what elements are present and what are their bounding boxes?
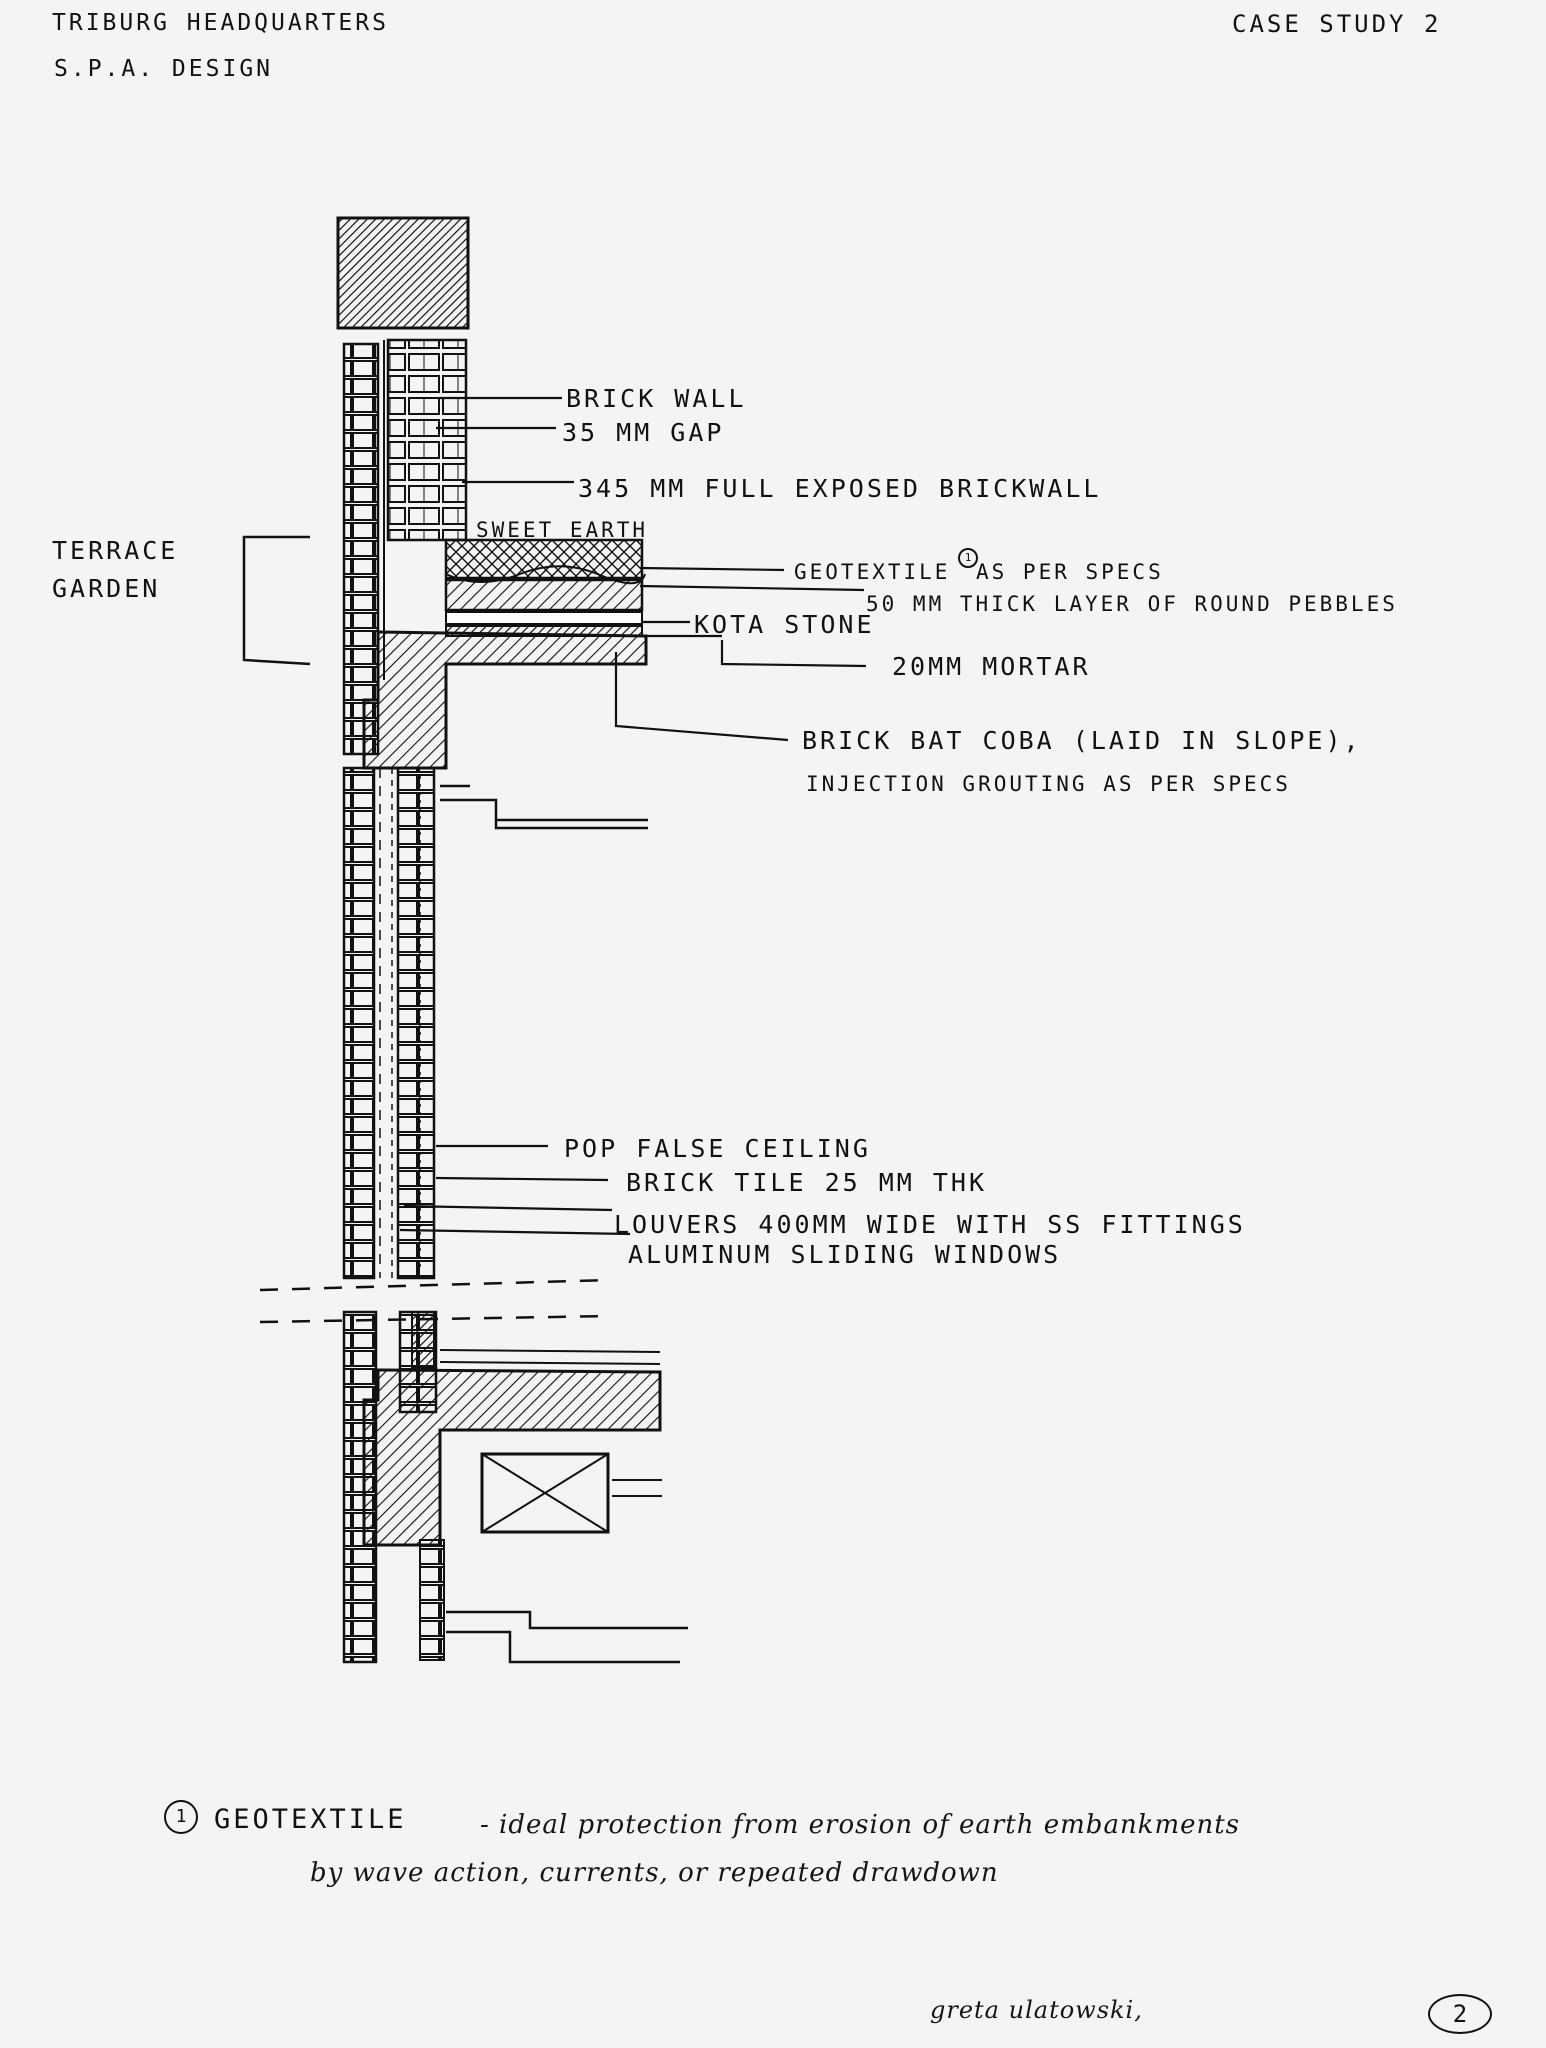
terrace-slab-beam [362,630,648,770]
label-aluminum-windows: ALUMINUM SLIDING WINDOWS [628,1240,1062,1269]
label-35mm-gap: 35 MM GAP [562,418,725,447]
label-kota-stone: KOTA STONE [694,610,875,639]
author-signature: greta ulatowski, [930,1996,1143,2024]
label-brick-bat-coba: BRICK BAT COBA (LAID IN SLOPE), [802,726,1362,755]
page-number: 2 [1428,1994,1492,2034]
terrace-garden-label-line2: GARDEN [52,574,161,603]
footnote-marker: 1 [164,1800,198,1834]
exposed-brickwall [386,338,468,542]
lower-inner-brick-column [396,766,436,1280]
label-pop-false-ceiling: POP FALSE CEILING [564,1134,871,1163]
label-round-pebbles: 50 MM THICK LAYER OF ROUND PEBBLES [866,592,1398,616]
bottom-floor-step [446,1610,688,1664]
label-exposed-brickwall: 345 MM FULL EXPOSED BRICKWALL [578,474,1102,503]
label-louvers: LOUVERS 400MM WIDE WITH SS FITTINGS [614,1210,1246,1239]
label-brick-wall: BRICK WALL [566,384,747,413]
label-brick-tile: BRICK TILE 25 MM THK [626,1168,988,1197]
geotextile-note-marker: 1 [958,548,978,568]
label-injection-grouting: INJECTION GROUTING AS PER SPECS [806,772,1291,796]
break-line-1 [259,1278,611,1292]
project-designer: S.P.A. DESIGN [54,56,274,82]
label-sweet-earth: SWEET EARTH [476,518,649,542]
upper-outer-brick-leaf [342,342,380,756]
terrace-garden-bracket [242,535,311,666]
footnote-line2: by wave action, currents, or repeated dr… [310,1858,999,1888]
footnote-line1: - ideal protection from erosion of earth… [480,1810,1241,1840]
label-geotextile: GEOTEXTILE [794,560,951,584]
louver-strip [411,1311,435,1369]
label-as-per-specs: AS PER SPECS [976,560,1164,584]
lower-floor-slab [362,1368,662,1547]
pebble-layer [444,578,644,612]
label-20mm-mortar: 20MM MORTAR [892,652,1091,681]
service-duct [480,1452,610,1534]
coping-block [336,216,470,330]
kota-stone-layer [445,611,643,625]
project-title: TRIBURG HEADQUARTERS [52,10,389,36]
case-study-label: CASE STUDY 2 [1232,10,1442,38]
sweet-earth-layer [444,538,644,580]
terrace-garden-label-line1: TERRACE [52,536,179,565]
lower-outer-brick-column [342,766,376,1280]
window-ledge [440,784,648,830]
footnote-term: GEOTEXTILE [214,1804,407,1835]
